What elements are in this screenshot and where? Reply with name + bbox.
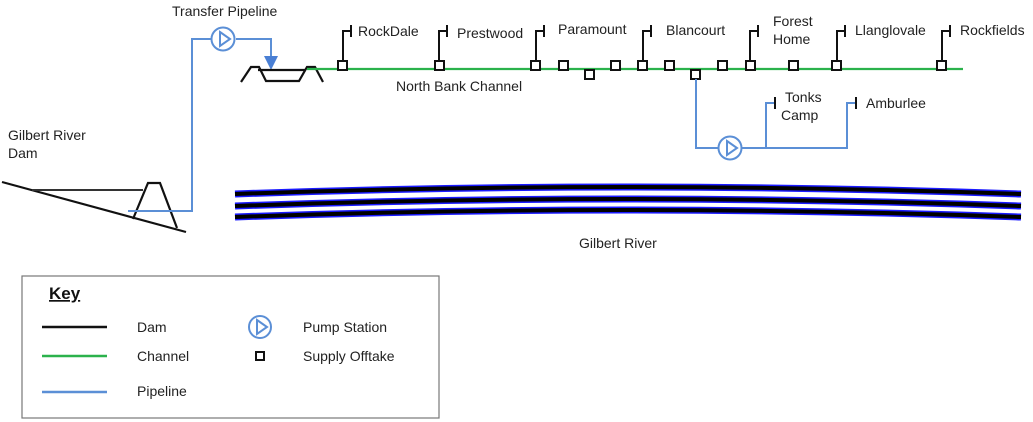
dam-label-line1: Gilbert River bbox=[8, 127, 86, 143]
dam-wall bbox=[131, 181, 179, 229]
legend-pump-label: Pump Station bbox=[303, 319, 387, 335]
offtake-blancourt bbox=[637, 60, 648, 71]
branch-pipeline bbox=[695, 79, 855, 149]
legend-dam-label: Dam bbox=[137, 319, 167, 335]
offtake bbox=[610, 60, 621, 71]
offtake-forest-home bbox=[745, 60, 756, 71]
legend-pump-station-icon bbox=[248, 315, 272, 339]
gilbert-river-dam bbox=[1, 180, 187, 234]
offtake-prestwood bbox=[434, 60, 445, 71]
offtake bbox=[558, 60, 569, 71]
legend-channel-label: Channel bbox=[137, 348, 189, 364]
town-paramount: Paramount bbox=[558, 21, 627, 37]
town-tonks-camp-line1: Tonks bbox=[785, 89, 822, 105]
town-llanglovale: Llanglovale bbox=[855, 22, 926, 38]
dam-label-line2: Dam bbox=[8, 145, 38, 161]
town-forest-home-line1: Forest bbox=[773, 13, 813, 29]
town-supply-stems bbox=[342, 25, 951, 61]
transfer-pipeline bbox=[128, 38, 272, 212]
legend-offtake-icon bbox=[255, 351, 265, 361]
town-tonks-camp-line2: Camp bbox=[781, 107, 819, 123]
offtake-pipeline-branch bbox=[690, 69, 701, 80]
transfer-pipeline-label: Transfer Pipeline bbox=[172, 3, 278, 19]
town-amburlee: Amburlee bbox=[866, 95, 926, 111]
town-blancourt: Blancourt bbox=[666, 22, 725, 38]
offtake-rockdale bbox=[337, 60, 348, 71]
river-label: Gilbert River bbox=[579, 235, 657, 251]
gilbert-river bbox=[234, 183, 1022, 221]
pipeline-outlet-arrow-icon bbox=[264, 56, 278, 70]
branch-town-markers bbox=[774, 97, 857, 109]
offtake-rockfields bbox=[936, 60, 947, 71]
offtake-paramount bbox=[530, 60, 541, 71]
offtake-llanglovale bbox=[831, 60, 842, 71]
legend-box bbox=[21, 275, 440, 419]
legend-title: Key bbox=[49, 284, 81, 303]
town-rockdale: RockDale bbox=[358, 23, 419, 39]
channel-label: North Bank Channel bbox=[396, 78, 522, 94]
offtake bbox=[788, 60, 799, 71]
legend-offtake-label: Supply Offtake bbox=[303, 348, 395, 364]
pump-station-icon bbox=[210, 26, 236, 52]
town-prestwood: Prestwood bbox=[457, 25, 523, 41]
town-forest-home-line2: Home bbox=[773, 31, 811, 47]
town-rockfields: Rockfields bbox=[960, 22, 1025, 38]
offtake bbox=[717, 60, 728, 71]
branch-pump-station-icon bbox=[717, 135, 743, 161]
legend: Key Dam Channel Pipeline Pump Station Su… bbox=[21, 275, 440, 419]
regulating-basin bbox=[240, 65, 324, 83]
legend-pipeline-label: Pipeline bbox=[137, 383, 187, 399]
offtake-south bbox=[584, 69, 595, 80]
offtake bbox=[664, 60, 675, 71]
